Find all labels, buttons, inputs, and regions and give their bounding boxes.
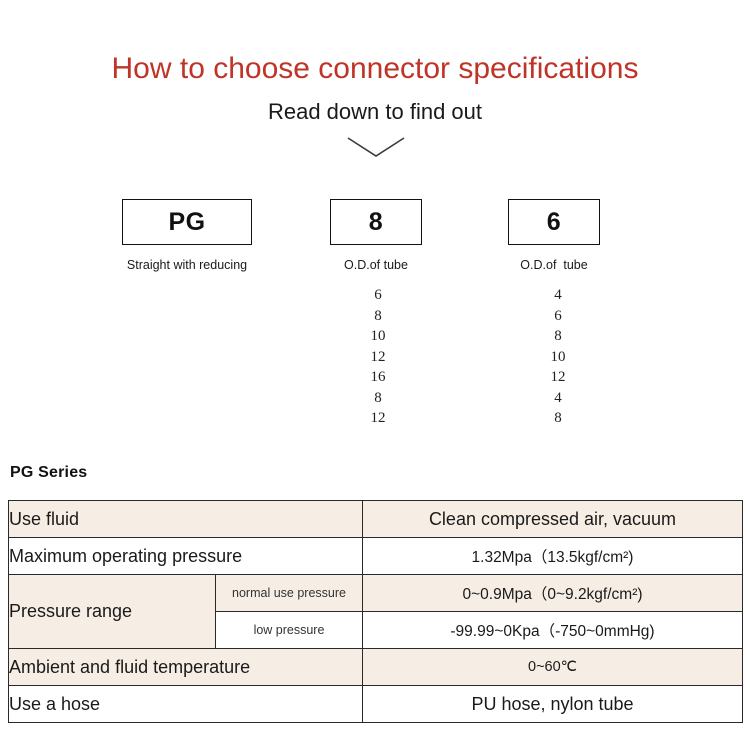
table-row: Maximum operating pressure 1.32Mpa（13.5k…	[8, 537, 743, 575]
row-label: Use fluid	[8, 500, 363, 538]
page-title: How to choose connector specifications	[111, 52, 639, 85]
list-item[interactable]: 4	[554, 287, 562, 303]
row-label: Use a hose	[8, 685, 363, 723]
row-label: Ambient and fluid temperature	[8, 648, 363, 686]
spec-box-series-code[interactable]: PG	[122, 199, 252, 245]
list-item[interactable]: 16	[370, 369, 386, 385]
row-label: Maximum operating pressure	[8, 537, 363, 575]
row-label-pressure-range: Pressure range	[8, 574, 216, 649]
spec-caption-series-code: Straight with reducing	[126, 258, 248, 272]
list-item[interactable]: 10	[370, 328, 386, 344]
list-item[interactable]: 12	[370, 410, 386, 426]
chevron-down-icon	[346, 134, 406, 162]
list-item[interactable]: 8	[374, 389, 382, 406]
list-item[interactable]: 10	[550, 348, 566, 365]
list-item[interactable]: 12	[370, 348, 386, 365]
spec-box-primary-od[interactable]: 8	[330, 199, 422, 245]
list-item[interactable]: 4	[554, 389, 562, 406]
list-item[interactable]: 8	[554, 410, 562, 426]
table-row: low pressure -99.99~0Kpa（-750~0mmHg)	[9, 611, 743, 649]
primary-od-option-list: 6 8 10 12 16 8 12	[348, 285, 408, 429]
table-row: Pressure range normal use pressure 0~0.9…	[8, 574, 743, 649]
row-sublabel: normal use pressure	[215, 574, 363, 612]
row-value: 0~60℃	[362, 648, 743, 686]
row-value: PU hose, nylon tube	[362, 685, 743, 723]
list-item[interactable]: 8	[554, 328, 562, 344]
row-value: 0~0.9Mpa（0~9.2kgf/cm²)	[362, 574, 743, 612]
list-item[interactable]: 6	[554, 307, 562, 324]
spec-caption-primary-od: O.D.of tube	[344, 258, 408, 272]
list-item[interactable]: 12	[550, 369, 566, 385]
series-label: PG Series	[10, 464, 88, 481]
row-value: Clean compressed air, vacuum	[362, 500, 743, 538]
spec-box-secondary-od[interactable]: 6	[508, 199, 600, 245]
list-item[interactable]: 6	[374, 287, 382, 303]
secondary-od-option-list: 4 6 8 10 12 4 8	[528, 285, 588, 429]
row-value: 1.32Mpa（13.5kgf/cm²)	[362, 537, 743, 575]
table-row: Ambient and fluid temperature 0~60℃	[8, 648, 743, 686]
spec-caption-secondary-od: O.D.of tube	[520, 258, 588, 272]
specification-table: Use fluid Clean compressed air, vacuum M…	[8, 500, 743, 723]
row-value: -99.99~0Kpa（-750~0mmHg)	[362, 611, 743, 649]
row-sublabel: low pressure	[215, 611, 363, 649]
table-row: Use a hose PU hose, nylon tube	[8, 685, 743, 723]
table-row: Use fluid Clean compressed air, vacuum	[8, 500, 743, 538]
list-item[interactable]: 8	[374, 307, 382, 324]
page-subtitle: Read down to find out	[267, 99, 483, 124]
